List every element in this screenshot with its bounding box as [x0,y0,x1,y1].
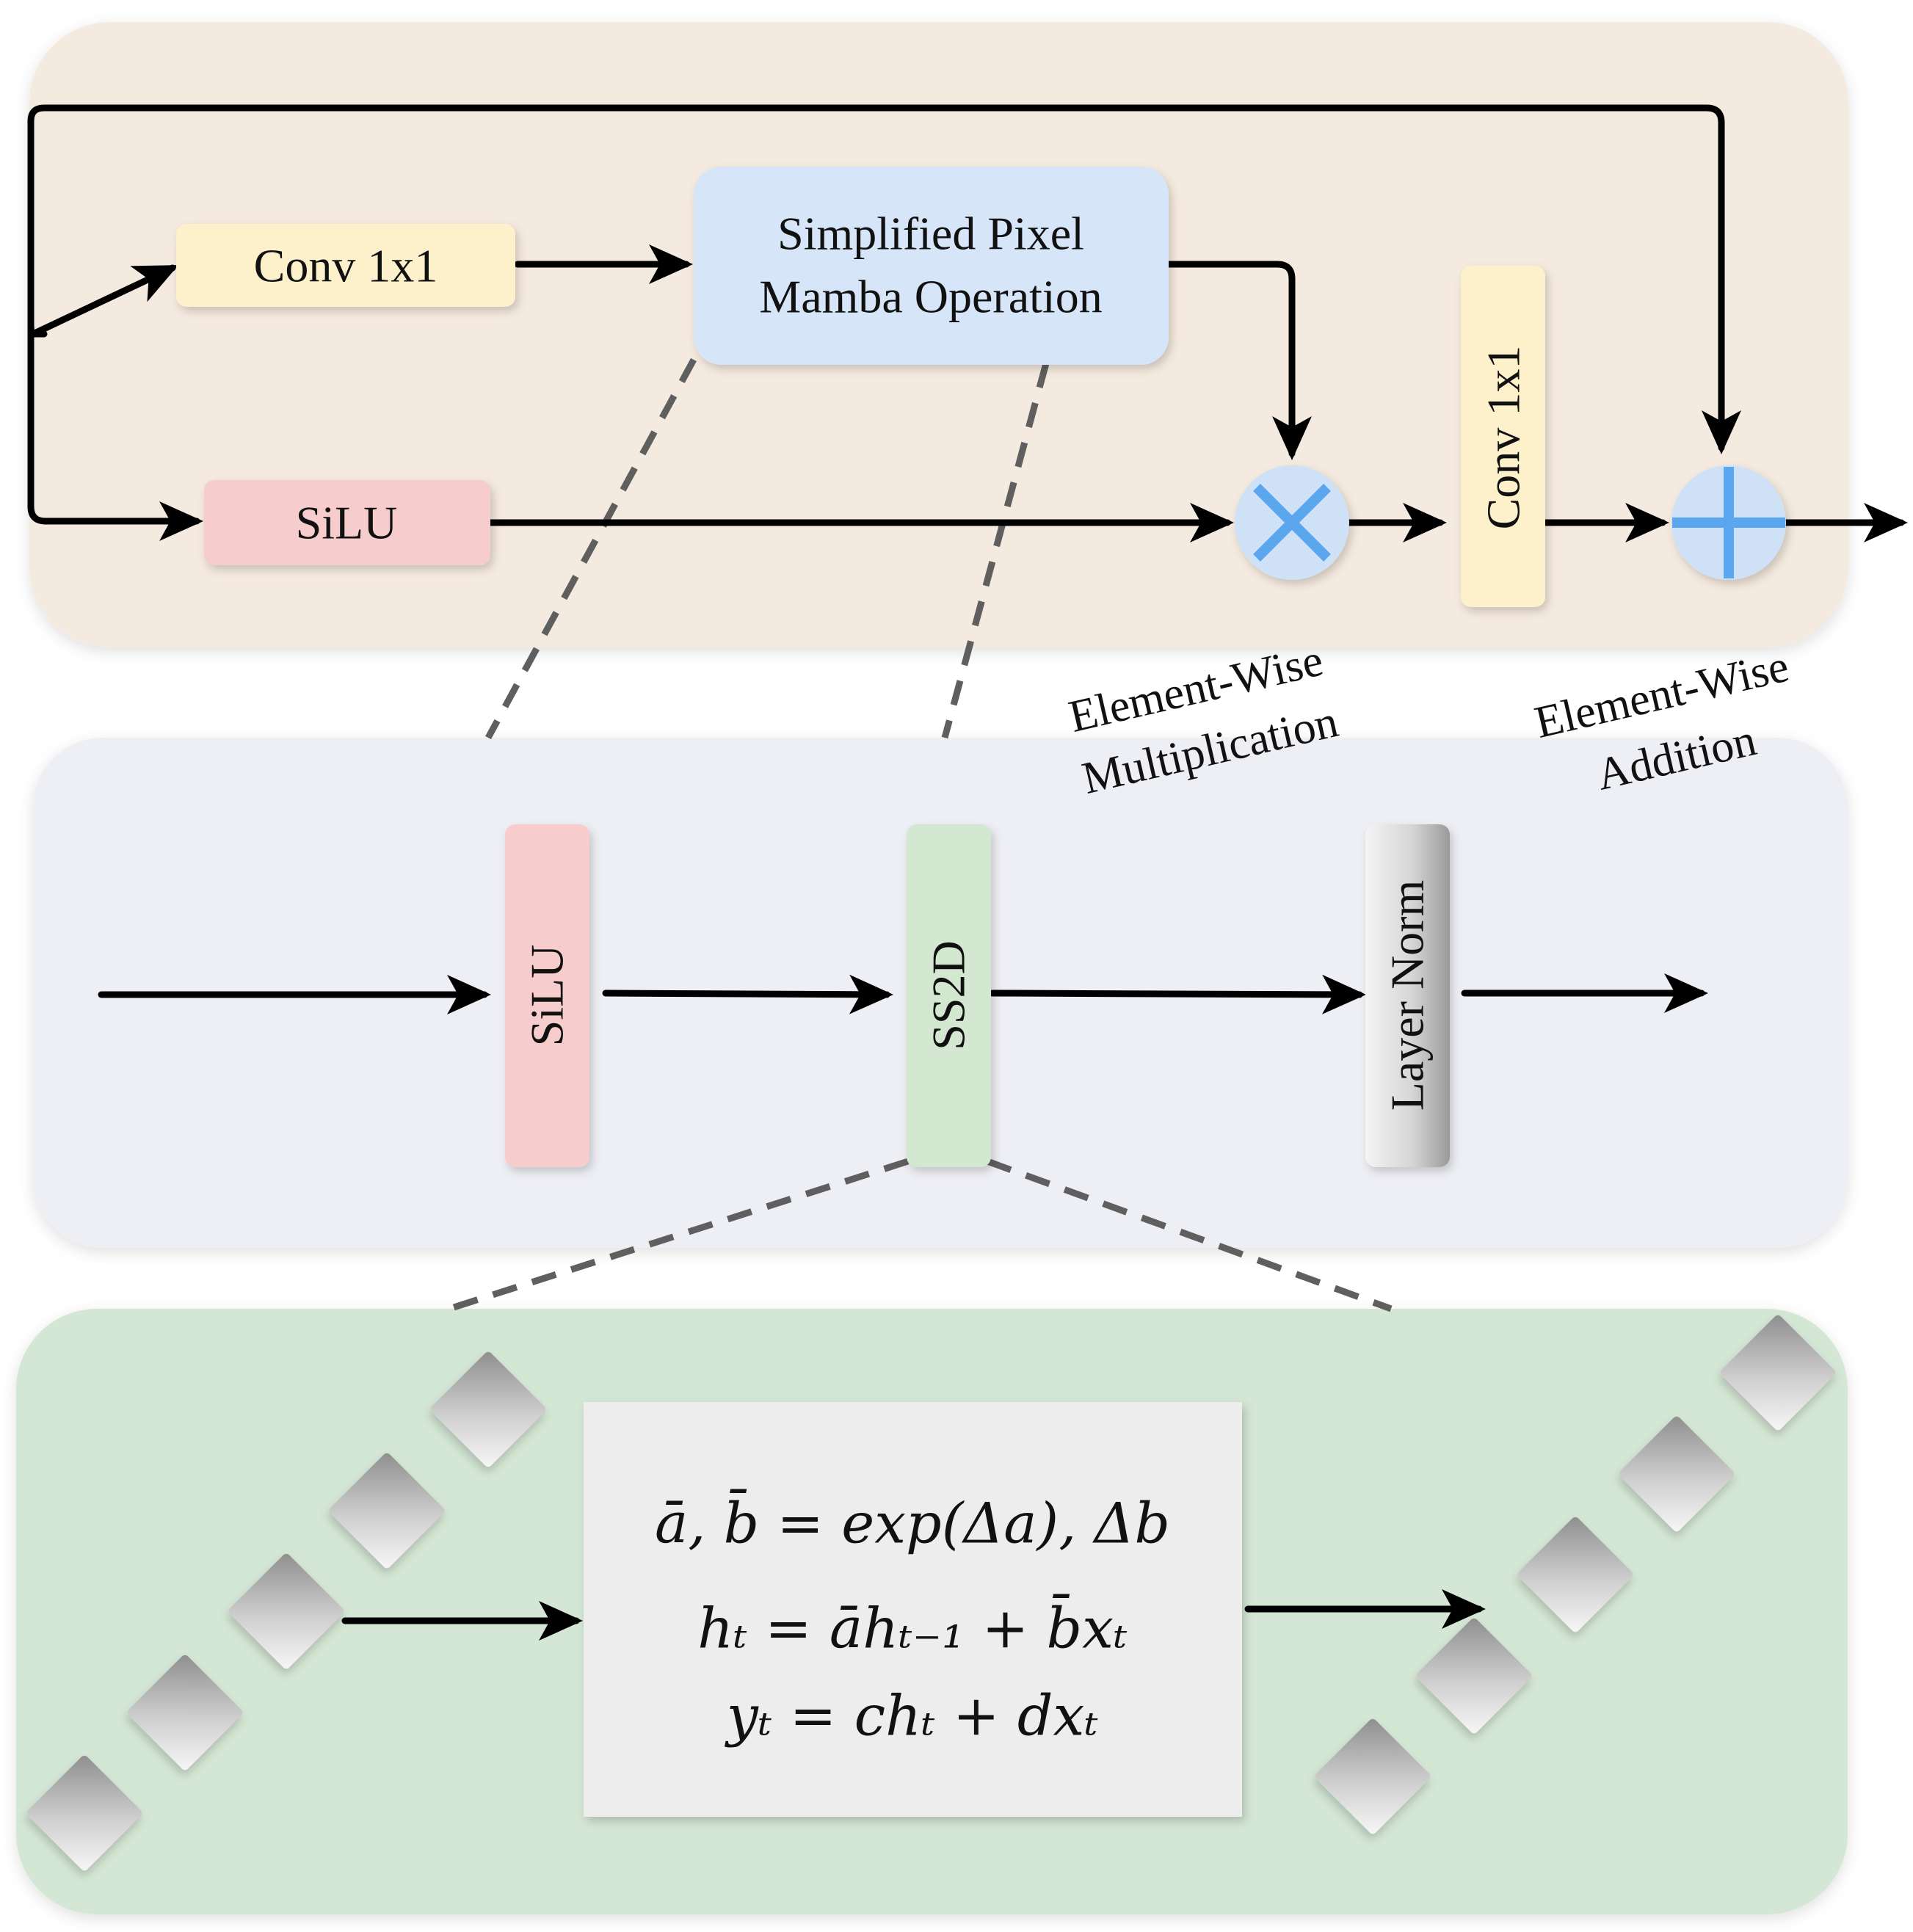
silu-middle-box: SiLU [505,824,589,1167]
silu-top-label: SiLU [296,497,398,549]
add-caption-line1: Element-Wise [1531,642,1793,748]
silu-middle-label: SiLU [521,945,573,1047]
conv1x1-vertical-box: Conv 1x1 [1461,266,1545,607]
input-tokens [26,1351,546,1871]
conv1x1-vertical-label: Conv 1x1 [1478,346,1530,530]
mamba-label-line2: Mamba Operation [759,271,1102,323]
token-tile [329,1453,445,1569]
add-operator [1671,465,1786,580]
middle-connectors [98,973,1708,1014]
mamba-operation-box: Simplified Pixel Mamba Operation [694,167,1169,365]
token-tile [26,1755,142,1871]
arrow-to-silu [27,319,203,541]
token-tile [1315,1718,1431,1834]
token-tile [1416,1618,1532,1734]
equation-box: ā, b̄ = exp(Δa), Δb hₜ = āhₜ₋₁ + b̄xₜ yₜ… [584,1402,1242,1817]
token-tile [1619,1416,1735,1532]
equation-output: yₜ = chₜ + dxₜ [725,1683,1098,1748]
layernorm-label: Layer Norm [1382,880,1434,1111]
arrow-ss2d-to-layernorm [989,974,1366,1014]
zoom-lines-top-to-middle [485,357,1050,740]
multiply-operator [1235,465,1349,580]
arrow-silu-to-ss2d [602,974,893,1014]
output-tokens [1315,1315,1836,1834]
top-connectors [27,104,1908,542]
token-tile [430,1351,546,1467]
mamba-label-line1: Simplified Pixel [777,208,1084,260]
conv1x1-top-box: Conv 1x1 [176,224,515,307]
ss2d-label: SS2D [923,940,975,1050]
token-tile [1517,1517,1633,1633]
arrow-mamba-to-multiply [1165,261,1312,460]
arrow-to-conv [29,264,179,338]
token-tile [228,1553,344,1669]
equation-discretization: ā, b̄ = exp(Δa), Δb [655,1488,1170,1555]
token-tile [1720,1315,1836,1431]
layernorm-box: Layer Norm [1365,824,1450,1167]
token-tile [127,1655,243,1771]
bottom-connectors [341,1589,1486,1641]
zoom-lines-middle-to-bottom [448,1158,1393,1312]
conv1x1-top-label: Conv 1x1 [254,240,438,292]
ss2d-box: SS2D [907,824,991,1167]
equation-state-update: hₜ = āhₜ₋₁ + b̄xₜ [697,1593,1128,1660]
silu-top-box: SiLU [204,480,490,565]
